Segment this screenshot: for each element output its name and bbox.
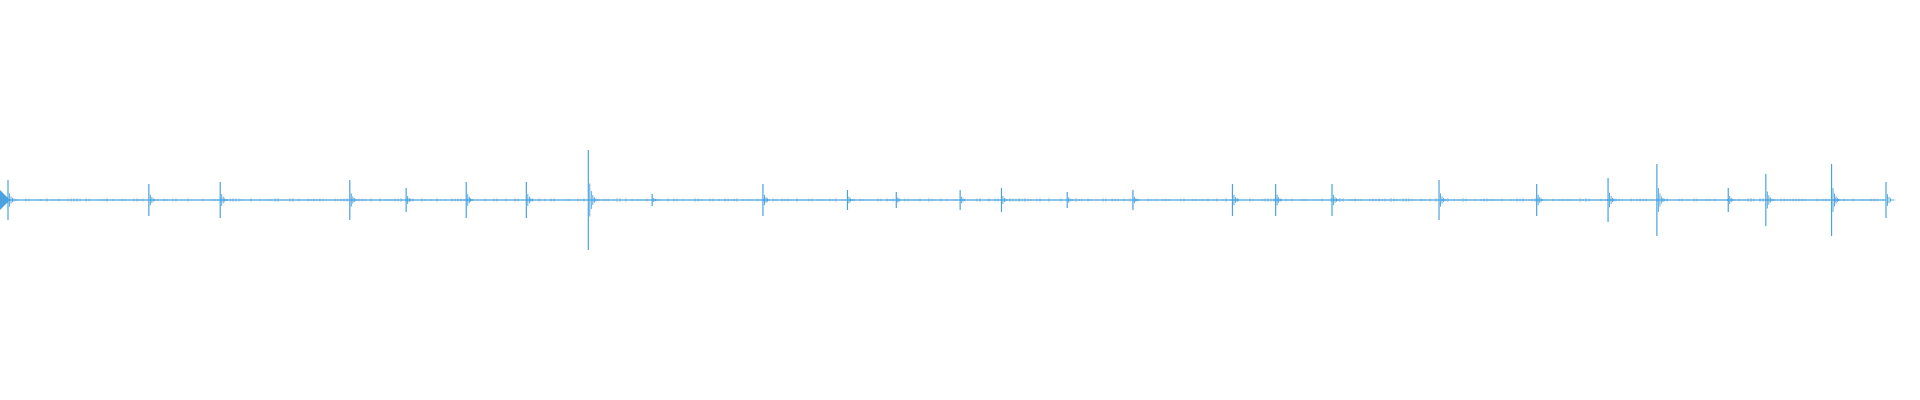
waveform-spike: [1331, 184, 1342, 216]
waveform-spike: [219, 182, 230, 218]
waveform-spike: [148, 184, 159, 216]
waveform-spike: [846, 190, 857, 210]
waveform-spike: [1438, 180, 1449, 220]
waveform-spike: [1231, 184, 1242, 216]
waveform-spike: [1765, 174, 1776, 226]
waveform-spike: [1536, 184, 1547, 216]
playhead-marker[interactable]: [0, 190, 10, 210]
waveform-spike: [651, 194, 662, 206]
waveform-spike: [525, 182, 536, 218]
waveform-spike: [1132, 190, 1143, 210]
waveform-spike: [1000, 188, 1011, 212]
waveform-spike: [349, 180, 360, 220]
waveform-spike: [762, 184, 773, 216]
waveform-spike: [895, 192, 906, 208]
waveform-spike: [1275, 184, 1286, 216]
waveform-spike: [587, 150, 598, 250]
waveform-spike: [1727, 188, 1738, 212]
waveform-spike: [465, 182, 476, 218]
waveform-spike: [1656, 164, 1667, 236]
waveform-spike: [1885, 182, 1896, 218]
waveform-spike: [959, 190, 970, 210]
waveform-spike: [1830, 164, 1841, 236]
waveform-spike: [405, 188, 416, 212]
waveform-spike: [1066, 192, 1077, 208]
waveform-spike: [1607, 178, 1618, 222]
waveform-noise: [7, 198, 1887, 202]
